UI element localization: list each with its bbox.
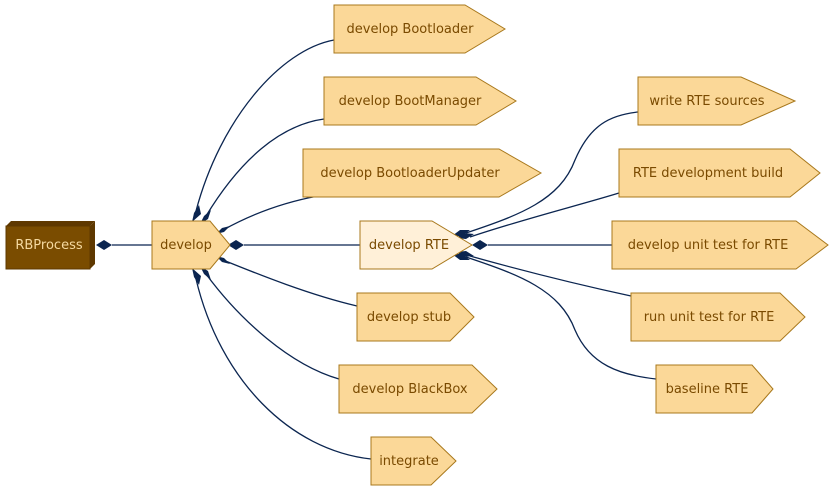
edge-rte-dev-build	[469, 192, 620, 238]
node-label-write-rte-sources: write RTE sources	[649, 94, 764, 109]
node-shape-rte-development-build	[618, 148, 821, 198]
node-label-develop-unit-test-rte: develop unit test for RTE	[628, 238, 789, 253]
node-shape-develop-stub	[356, 292, 475, 342]
node-rte-development-build[interactable]: RTE development build	[618, 148, 821, 198]
node-label-integrate: integrate	[379, 454, 439, 469]
node-develop-stub[interactable]: develop stub	[356, 292, 475, 342]
diamond-rte-unit-test	[472, 240, 488, 250]
node-label-baseline-rte: baseline RTE	[666, 382, 749, 397]
node-develop-blackbox[interactable]: develop BlackBox	[338, 364, 498, 414]
diamond-rbprocess-develop	[96, 240, 112, 250]
node-integrate[interactable]: integrate	[370, 436, 457, 486]
node-shape-develop-bootmanager	[323, 76, 517, 126]
node-label-rte-development-build: RTE development build	[633, 166, 783, 181]
node-write-rte-sources[interactable]: write RTE sources	[637, 76, 797, 126]
diamond-develop-integrate	[192, 268, 201, 285]
node-develop-unit-test-rte[interactable]: develop unit test for RTE	[611, 220, 829, 270]
node-develop-bootloaderupdater[interactable]: develop BootloaderUpdater	[302, 148, 543, 198]
node-develop-rte[interactable]: develop RTE	[359, 220, 473, 270]
root-box-side	[90, 221, 95, 269]
node-shape-develop-unit-test-rte	[611, 220, 829, 270]
node-label-develop-bootloaderupdater: develop BootloaderUpdater	[320, 166, 500, 181]
node-shape-develop-blackbox	[338, 364, 498, 414]
node-shape-write-rte-sources	[637, 76, 797, 126]
node-run-unit-test-rte[interactable]: run unit test for RTE	[630, 292, 806, 342]
diamond-develop-bootloader	[192, 205, 201, 222]
edge-rte-write-sources	[465, 111, 639, 234]
node-label-run-unit-test-rte: run unit test for RTE	[644, 310, 775, 325]
diamond-rte-write-sources	[452, 230, 470, 236]
node-develop-bootmanager[interactable]: develop BootManager	[323, 76, 517, 126]
edge-develop-stub	[222, 259, 358, 307]
node-shape-develop-bootloader	[333, 4, 506, 54]
node-label-develop-stub: develop stub	[367, 310, 451, 325]
node-label-develop-blackbox: develop BlackBox	[352, 382, 468, 397]
node-label-develop-bootloader: develop Bootloader	[347, 22, 475, 37]
node-shape-integrate	[370, 436, 457, 486]
diamond-rte-dev-build	[456, 233, 474, 239]
edge-develop-bootloaderupdater	[222, 195, 319, 231]
node-shape-develop-rte	[359, 220, 473, 270]
root-box-face	[5, 225, 91, 270]
node-shape-develop	[151, 220, 231, 270]
diamond-develop-rte	[228, 240, 244, 250]
edge-develop-bootloader	[195, 39, 335, 212]
node-develop[interactable]: develop	[151, 220, 231, 270]
node-label-develop-rte: develop RTE	[369, 238, 449, 253]
edges	[112, 39, 657, 460]
node-label-develop: develop	[160, 238, 212, 253]
diamond-rte-run-unit-test	[456, 251, 474, 257]
edge-develop-bootmanager	[205, 118, 325, 217]
node-develop-bootloader[interactable]: develop Bootloader	[333, 4, 506, 54]
node-baseline-rte[interactable]: baseline RTE	[655, 364, 774, 414]
node-label-rbprocess: RBProcess	[15, 238, 82, 253]
node-rbprocess[interactable]: RBProcess	[5, 221, 95, 270]
edge-rte-baseline	[465, 256, 657, 380]
edge-develop-integrate	[195, 278, 372, 460]
node-shape-baseline-rte	[655, 364, 774, 414]
node-shape-run-unit-test-rte	[630, 292, 806, 342]
root-box-top	[6, 221, 95, 226]
diamond-rte-baseline	[452, 254, 470, 260]
node-shape-develop-bootloaderupdater	[302, 148, 543, 198]
edge-rte-run-unit-test	[469, 255, 632, 297]
edge-develop-blackbox	[205, 273, 340, 380]
node-label-develop-bootmanager: develop BootManager	[339, 94, 482, 109]
